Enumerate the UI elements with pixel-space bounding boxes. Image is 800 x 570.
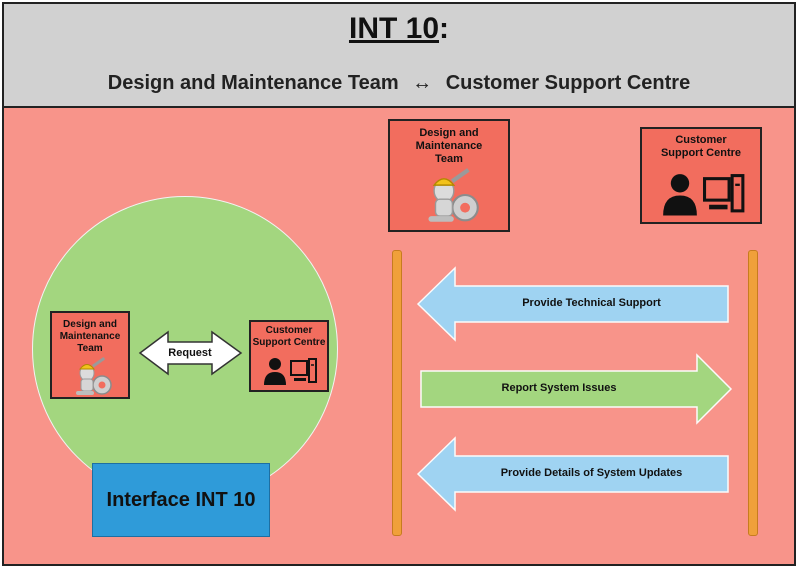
message-label-2: Report System Issues: [501, 382, 617, 394]
left-team-card-label: Design and Maintenance Team: [59, 319, 121, 354]
page-subtitle: Design and Maintenance Team ↔ Customer S…: [4, 72, 794, 95]
message-label-3: Provide Details of System Updates: [500, 467, 683, 479]
right-team-card-label: Design and Maintenance Team: [415, 127, 483, 166]
person-computer-icon-large: [663, 174, 745, 216]
subtitle-arrow: ↔: [412, 72, 433, 94]
right-team-card: Design and Maintenance Team: [388, 119, 510, 232]
left-support-card-label: Customer Support Centre: [252, 325, 326, 348]
header: INT 10: Design and Maintenance Team ↔ Cu…: [4, 4, 794, 108]
right-support-card: Customer Support Centre: [640, 127, 762, 224]
worker-icon-large: [428, 168, 479, 222]
team-lifeline: [392, 250, 402, 536]
left-support-card: Customer Support Centre: [249, 320, 329, 392]
left-team-card: Design and Maintenance Team: [50, 311, 130, 399]
person-computer-icon: [264, 358, 317, 385]
request-label: Request: [168, 347, 212, 359]
message-label-1: Provide Technical Support: [522, 297, 661, 309]
subtitle-right: Customer Support Centre: [445, 72, 691, 94]
title-text: INT 10: [348, 12, 440, 45]
title-suffix: :: [439, 12, 450, 45]
request-arrow: [138, 330, 243, 376]
support-lifeline: [748, 250, 758, 536]
worker-icon: [76, 356, 112, 395]
message-arrow-2: [420, 353, 733, 425]
right-support-card-label: Customer Support Centre: [660, 134, 742, 160]
subtitle-left: Design and Maintenance Team: [107, 72, 399, 94]
interface-box: Interface INT 10: [92, 463, 270, 537]
message-arrow-1: [416, 266, 729, 342]
page-title: INT 10:: [4, 12, 794, 46]
message-arrow-3: [416, 436, 729, 512]
